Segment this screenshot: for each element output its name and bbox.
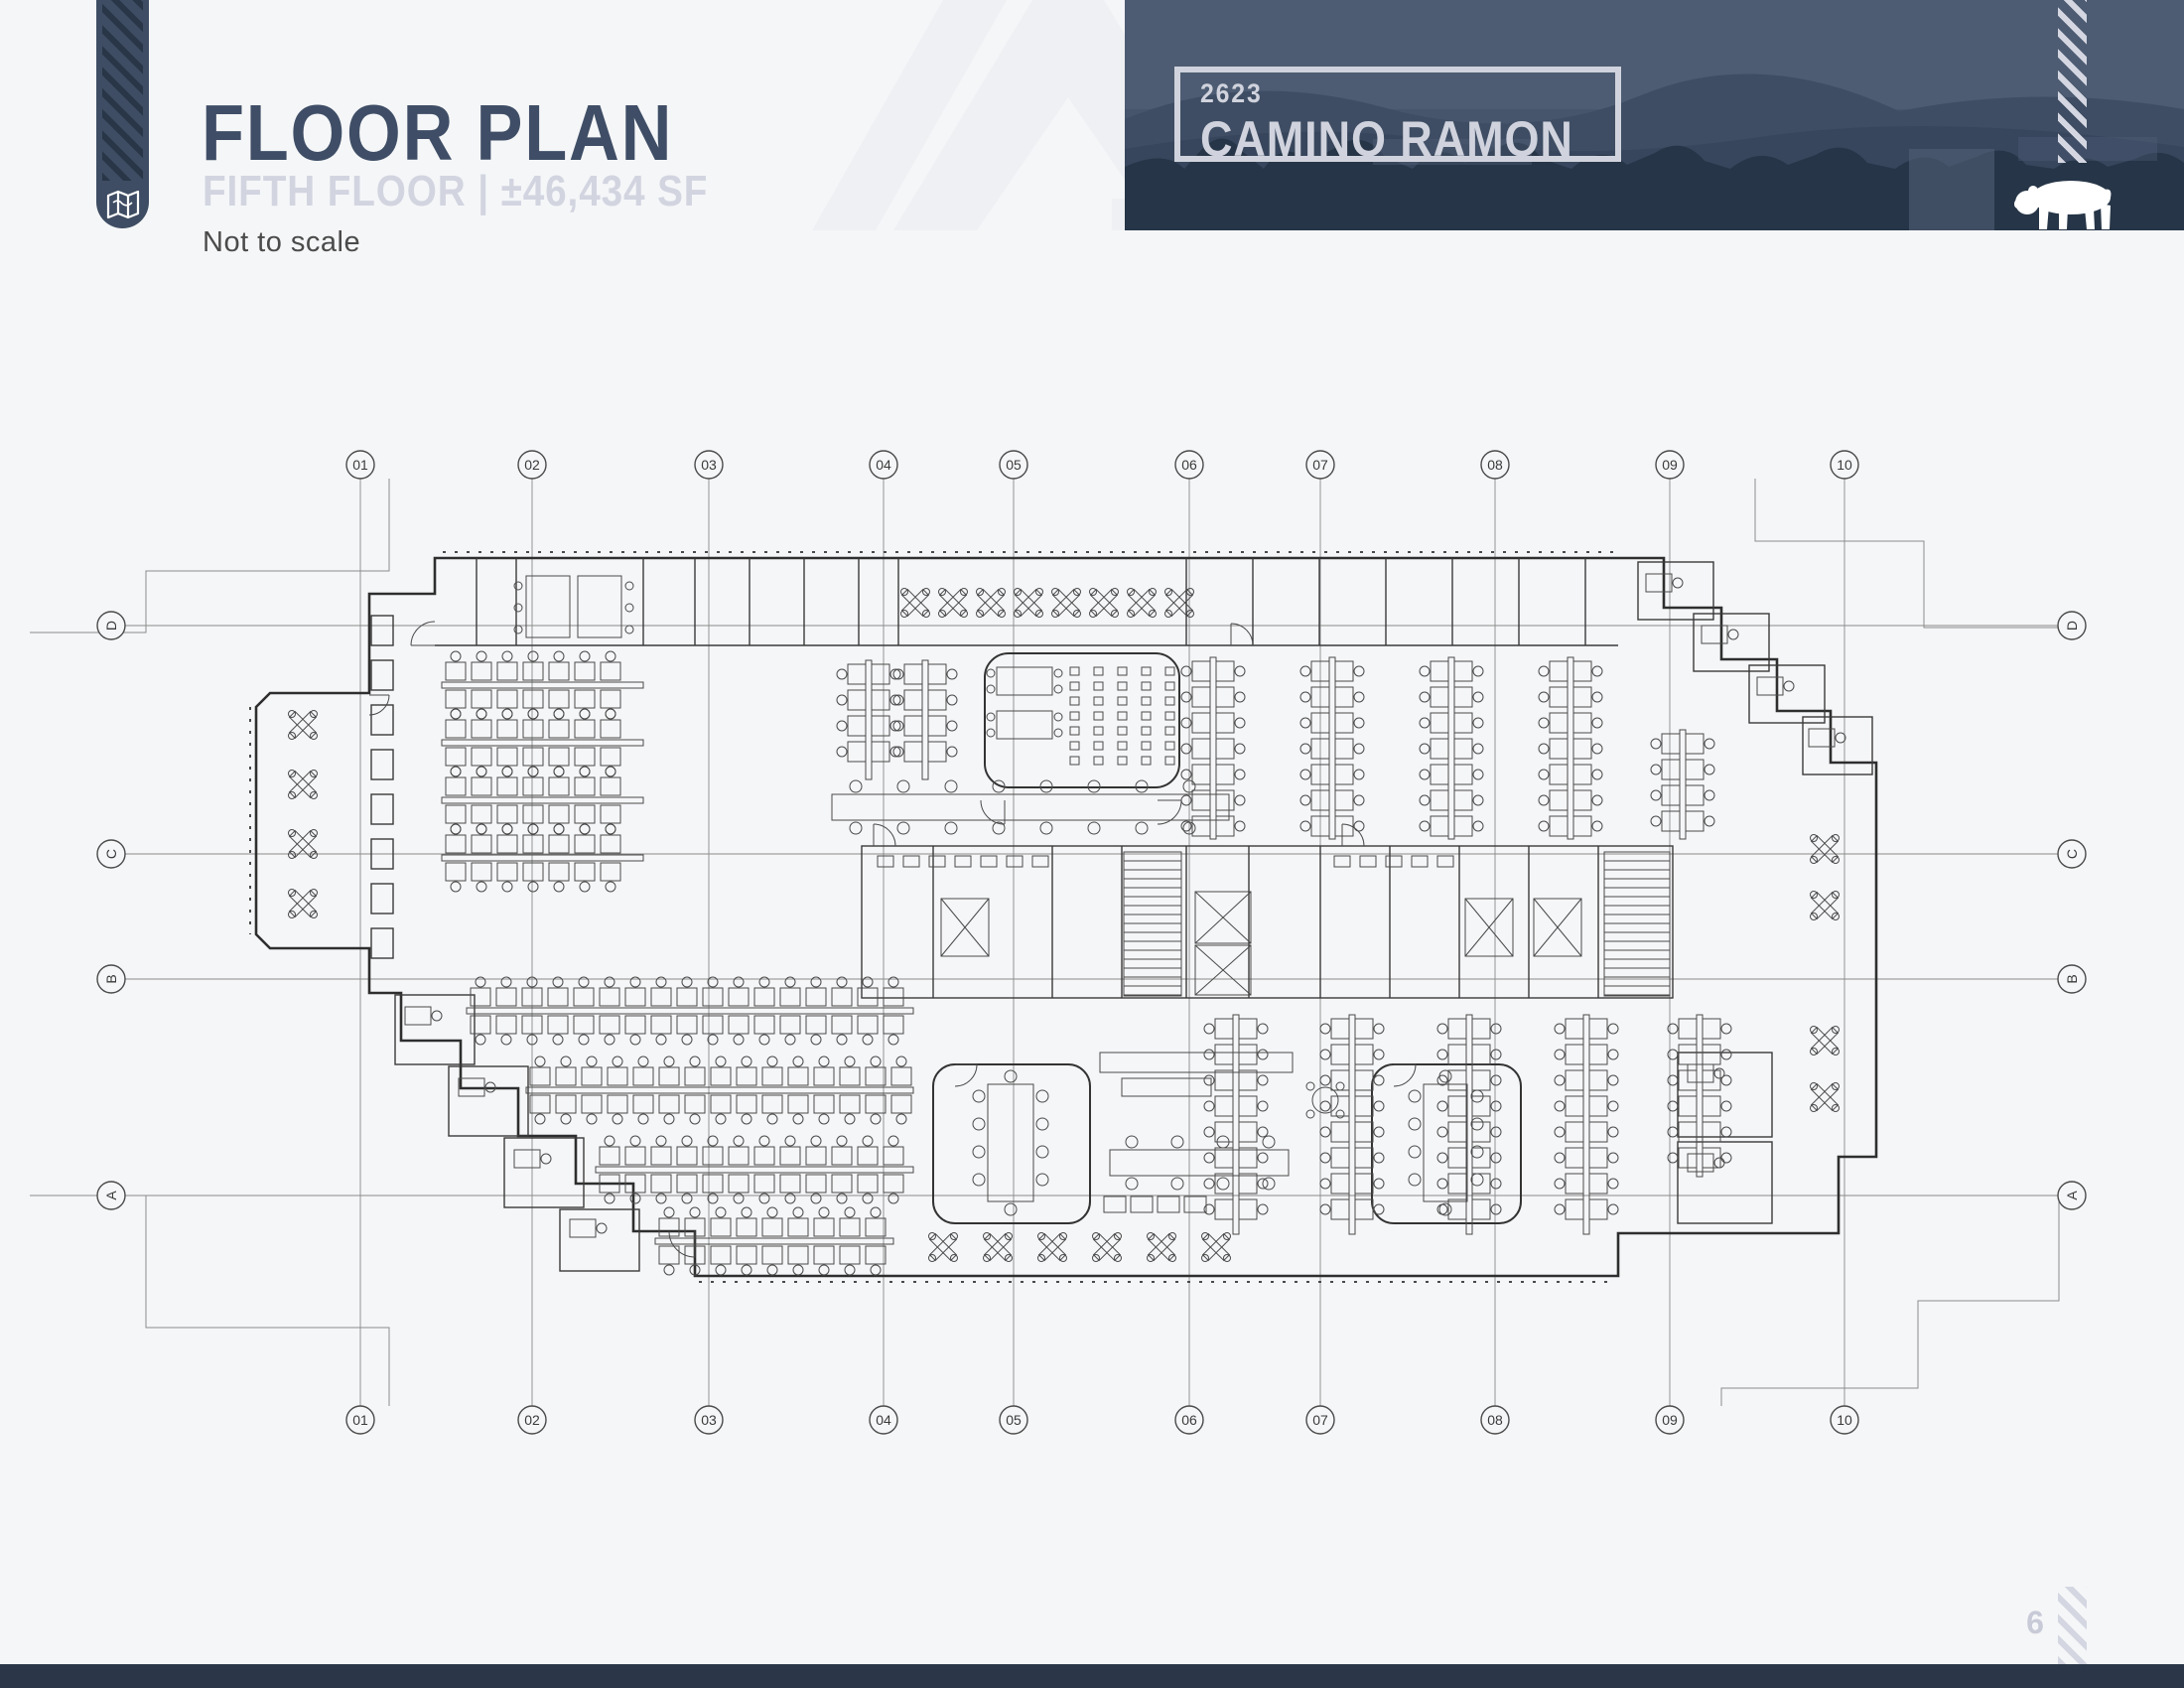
interior-partitions [370,558,1873,1272]
svg-text:02: 02 [524,1412,540,1428]
grid-bubble-top-09: 09 [1655,450,1685,480]
header-accent-bar [96,0,149,228]
svg-text:06: 06 [1181,1412,1197,1428]
furniture [288,573,1846,1276]
svg-text:C: C [2064,849,2080,859]
grid-bubble-top-07: 07 [1305,450,1335,480]
grid-bubble-left-C: C [96,839,126,869]
grid-bubble-bottom-09: 09 [1655,1405,1685,1435]
footer-bar [0,1664,2184,1688]
svg-text:01: 01 [352,457,368,473]
svg-text:B: B [2064,974,2080,983]
svg-text:06: 06 [1181,457,1197,473]
svg-text:A: A [103,1191,119,1200]
svg-text:05: 05 [1006,457,1022,473]
grid-bubble-top-04: 04 [869,450,898,480]
svg-text:D: D [103,621,119,631]
diagonal-stripes-decoration-top [2058,0,2087,163]
grid-bubble-top-05: 05 [999,450,1028,480]
svg-text:02: 02 [524,457,540,473]
grid-bubble-bottom-06: 06 [1174,1405,1204,1435]
grid-bubble-left-A: A [96,1181,126,1210]
grid-bubble-bottom-05: 05 [999,1405,1028,1435]
svg-text:08: 08 [1487,1412,1503,1428]
svg-text:08: 08 [1487,457,1503,473]
page-number: 6 [2026,1605,2044,1640]
grid-bubble-bottom-07: 07 [1305,1405,1335,1435]
svg-text:05: 05 [1006,1412,1022,1428]
grid-bubble-bottom-02: 02 [517,1405,547,1435]
grid-bubble-bottom-03: 03 [694,1405,724,1435]
svg-text:B: B [103,974,119,983]
svg-text:A: A [2064,1191,2080,1200]
address-street: CAMINO RAMON [1200,111,1573,167]
grid-bubble-bottom-08: 08 [1480,1405,1510,1435]
svg-text:07: 07 [1312,1412,1328,1428]
photo-scenery [1125,0,2184,230]
grid-bubble-right-D: D [2057,611,2087,640]
grid-bubble-bottom-04: 04 [869,1405,898,1435]
svg-text:01: 01 [352,1412,368,1428]
folded-map-icon [106,190,139,219]
svg-text:C: C [103,849,119,859]
svg-text:D: D [2064,621,2080,631]
grid-bubble-right-A: A [2057,1181,2087,1210]
diagonal-stripes-decoration-bottom [2058,1587,2087,1664]
grid-bubbles: 01 01 02 02 03 03 04 04 05 05 06 06 07 07 08 08 09 09 10 10… [96,450,2087,1435]
svg-text:10: 10 [1837,457,1852,473]
grid-bubble-top-06: 06 [1174,450,1204,480]
grid-bubble-left-D: D [96,611,126,640]
svg-text:09: 09 [1662,457,1678,473]
grid-bubble-right-B: B [2057,964,2087,994]
svg-text:09: 09 [1662,1412,1678,1428]
svg-text:04: 04 [876,457,891,473]
grid-bubble-top-10: 10 [1830,450,1859,480]
address-number: 2623 [1200,78,1263,108]
svg-text:03: 03 [701,1412,717,1428]
building-walls [254,556,1878,1278]
facade-ticks [249,551,1618,1283]
address-plate: 2623 CAMINO RAMON [1174,67,1621,167]
grid-bubble-right-C: C [2057,839,2087,869]
meeting-rooms [932,652,1522,1224]
grid-bubble-top-08: 08 [1480,450,1510,480]
bear-silhouette-icon [2014,181,2112,229]
grid-bubble-left-B: B [96,964,126,994]
grid-bubble-top-01: 01 [345,450,375,480]
scale-note: Not to scale [203,226,361,258]
page-title: FLOOR PLAN [202,88,674,177]
svg-text:04: 04 [876,1412,891,1428]
grid-bubble-top-02: 02 [517,450,547,480]
svg-text:03: 03 [701,457,717,473]
grid-bubble-bottom-10: 10 [1830,1405,1859,1435]
svg-text:07: 07 [1312,457,1328,473]
page-subtitle: FIFTH FLOOR | ±46,434 SF [203,167,709,215]
property-photo [1125,0,2184,230]
diagonal-stripes-decoration-left [102,0,143,181]
svg-text:10: 10 [1837,1412,1852,1428]
grid-bubble-top-03: 03 [694,450,724,480]
grid-lines [125,479,2058,1406]
reference-frame-lines [30,479,2060,1406]
grid-bubble-bottom-01: 01 [345,1405,375,1435]
